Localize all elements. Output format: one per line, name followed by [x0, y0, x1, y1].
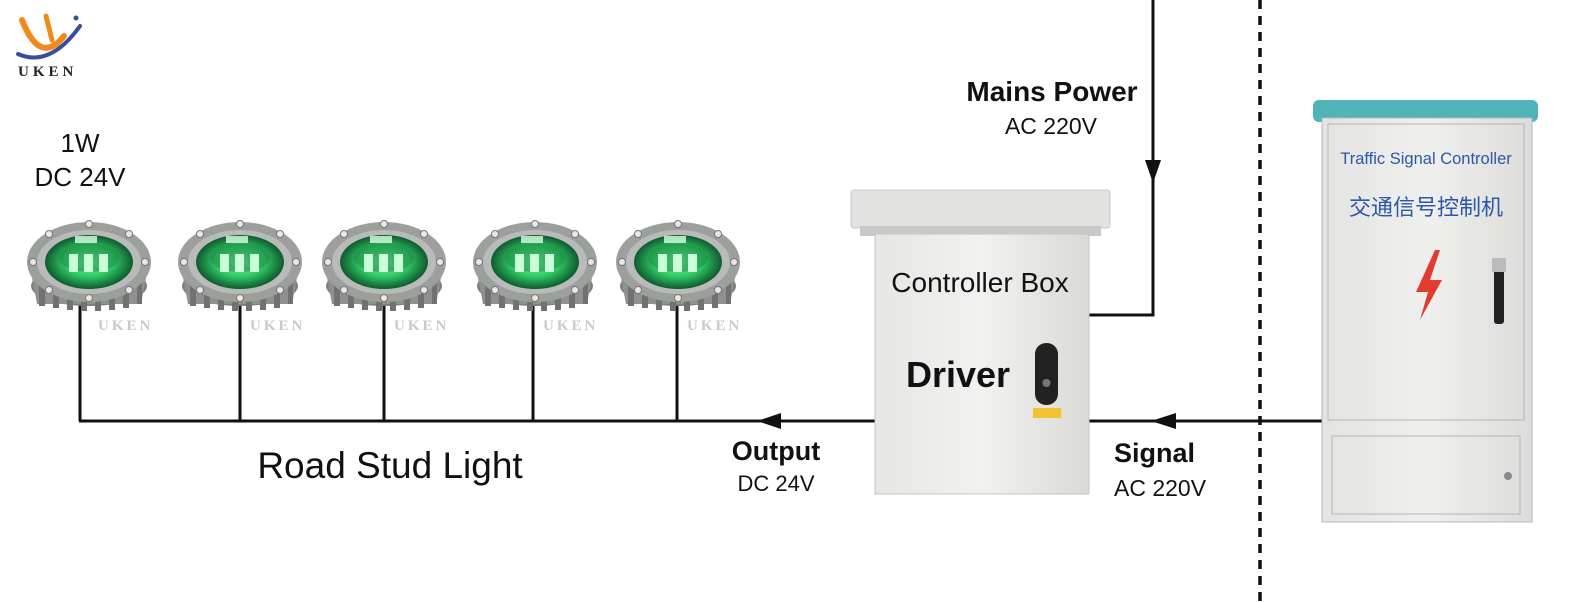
logo-mark-icon: [16, 13, 82, 60]
road-stud-2: [177, 220, 303, 312]
stud-voltage-label: DC 24V: [34, 162, 126, 192]
stud-watermark-1: UKEN: [98, 318, 154, 334]
road-stud-label: Road Stud Light: [257, 445, 523, 486]
stud-watermark-5: UKEN: [687, 318, 743, 334]
signal-arrow-icon: [1151, 413, 1176, 429]
lightning-bolt-icon: [1416, 250, 1442, 320]
wiring-lines: [78, 0, 1325, 423]
stud-watermark-2: UKEN: [250, 318, 306, 334]
road-stud-3: [321, 220, 447, 312]
mains-title: Mains Power: [966, 76, 1138, 107]
traffic-controller-title-en: Traffic Signal Controller: [1340, 150, 1512, 168]
output-title: Output: [731, 436, 821, 466]
signal-value: AC 220V: [1114, 475, 1207, 501]
road-stud-5: [615, 220, 741, 312]
output-arrow-icon: [757, 413, 781, 429]
mains-value: AC 220V: [1004, 113, 1098, 139]
controller-box-roof: [850, 189, 1111, 229]
road-stud-1: [27, 220, 151, 311]
logo-text: UKEN: [18, 64, 78, 80]
controller-box-title: Controller Box: [891, 267, 1069, 298]
mains-arrow-icon: [1145, 160, 1161, 183]
stud-power-label: 1W: [60, 128, 100, 158]
signal-title: Signal: [1114, 438, 1196, 468]
stud-watermark-4: UKEN: [543, 318, 599, 334]
output-value: DC 24V: [737, 471, 815, 496]
traffic-controller-title-cn: 交通信号控制机: [1348, 195, 1503, 220]
traffic-controller-cabinet: [1313, 100, 1538, 523]
controller-box: [850, 189, 1111, 495]
mains-line: [1088, 0, 1155, 317]
stud-watermark-3: UKEN: [394, 318, 450, 334]
lock-handle-icon: [1035, 343, 1058, 405]
cabinet-handle-icon: [1494, 258, 1504, 324]
controller-box-subtitle: Driver: [905, 354, 1011, 395]
road-stud-4: [472, 220, 598, 312]
